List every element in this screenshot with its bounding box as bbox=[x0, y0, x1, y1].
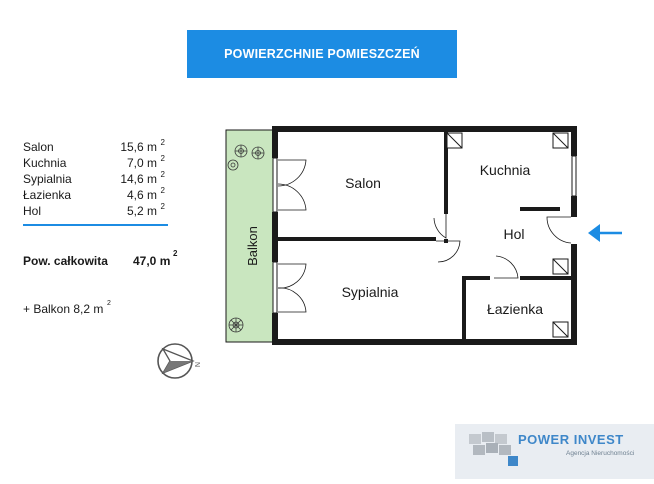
total-area-value: 47,0 m bbox=[133, 254, 171, 268]
plant-icon bbox=[228, 317, 244, 333]
area-row-hol: Hol 5,2 m 2 bbox=[23, 202, 165, 219]
room-label-lazienka: Łazienka bbox=[487, 301, 543, 317]
area-value: 7,0 m bbox=[126, 156, 157, 170]
area-row-kuchnia: Kuchnia 7,0 m 2 bbox=[23, 154, 165, 171]
area-value: 4,6 m bbox=[126, 188, 157, 202]
area-value: 14,6 m bbox=[120, 172, 157, 186]
area-name: Sypialnia bbox=[23, 172, 72, 186]
list-divider bbox=[23, 224, 168, 226]
plant-icon bbox=[234, 144, 248, 158]
logo-cubes-icon bbox=[469, 432, 518, 466]
total-area-label: Pow. całkowita bbox=[23, 254, 108, 268]
area-name: Łazienka bbox=[23, 188, 72, 202]
area-unit-exponent: 2 bbox=[160, 170, 165, 179]
area-value: 5,2 m bbox=[126, 204, 157, 218]
entrance-arrow-icon bbox=[588, 224, 622, 242]
plant-icon bbox=[251, 146, 265, 160]
section-header: POWIERZCHNIE POMIESZCZEŃ bbox=[187, 30, 457, 78]
area-row-sypialnia: Sypialnia 14,6 m 2 bbox=[23, 170, 165, 187]
interior-door bbox=[433, 214, 519, 279]
balcony-area-exponent: 2 bbox=[107, 300, 111, 307]
room-label-salon: Salon bbox=[345, 175, 381, 191]
room-label-balkon: Balkon bbox=[245, 226, 260, 266]
room-label-kuchnia: Kuchnia bbox=[480, 162, 531, 178]
logo-wordmark: POWER INVEST bbox=[518, 432, 624, 447]
area-unit-exponent: 2 bbox=[160, 138, 165, 147]
room-label-hol: Hol bbox=[503, 226, 524, 242]
area-unit-exponent: 2 bbox=[160, 186, 165, 195]
area-row-salon: Salon 15,6 m 2 bbox=[23, 138, 165, 155]
logo-tagline: Agencja Nieruchomości bbox=[566, 450, 635, 457]
area-row-lazienka: Łazienka 4,6 m 2 bbox=[23, 186, 165, 203]
compass-north-label: N bbox=[193, 362, 200, 367]
area-value: 15,6 m bbox=[120, 140, 157, 154]
balcony-area bbox=[225, 129, 275, 343]
area-unit-exponent: 2 bbox=[160, 154, 165, 163]
balcony-area-note: + Balkon 8,2 m bbox=[23, 302, 104, 316]
balcony-door bbox=[277, 159, 307, 313]
area-name: Salon bbox=[23, 140, 54, 154]
plant-icon bbox=[227, 159, 239, 171]
ventilation-shaft bbox=[446, 132, 569, 338]
area-name: Hol bbox=[23, 204, 42, 218]
compass-icon: N bbox=[157, 343, 200, 379]
area-unit-exponent: 2 bbox=[160, 202, 165, 211]
window bbox=[272, 155, 577, 314]
area-name: Kuchnia bbox=[23, 156, 67, 170]
exterior-walls bbox=[272, 126, 577, 345]
logo-panel bbox=[455, 424, 654, 479]
room-label-sypialnia: Sypialnia bbox=[342, 284, 399, 300]
entrance-door bbox=[546, 216, 572, 244]
total-area-exponent: 2 bbox=[173, 249, 178, 258]
area-list: Salon 15,6 m 2 Kuchnia 7,0 m 2 Sypialnia… bbox=[23, 138, 168, 226]
